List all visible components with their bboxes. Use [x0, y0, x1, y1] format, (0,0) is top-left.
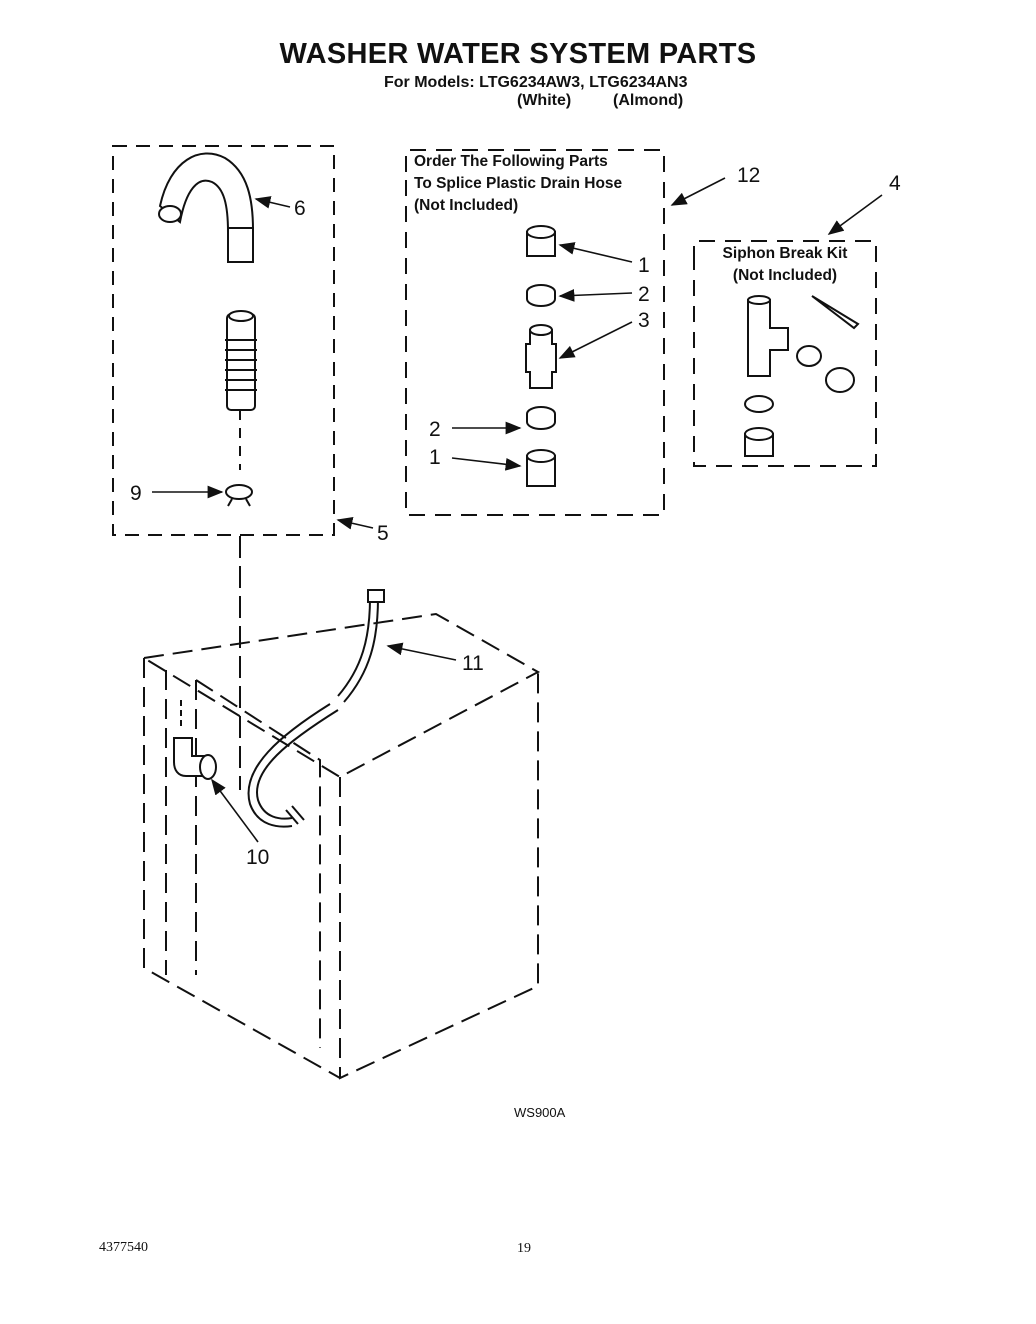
illustration-code: WS900A [514, 1105, 566, 1120]
callout-10: 10 [246, 846, 270, 869]
model-numbers: For Models: LTG6234AW3, LTG6234AN3 [384, 74, 688, 91]
drain-hose-curved-part [158, 152, 254, 263]
siphon-tee [747, 299, 789, 377]
callout-3: 3 [638, 309, 650, 332]
siphon-tie [811, 295, 860, 330]
callout-1-top: 1 [638, 254, 650, 277]
siphon-note-line1: Siphon Break Kit [722, 245, 848, 262]
callout-11: 11 [462, 652, 484, 675]
drain-elbow-part [173, 700, 217, 780]
siphon-kit-parts [744, 295, 860, 457]
washer-cabinet [141, 612, 541, 1080]
callout-6: 6 [294, 197, 306, 220]
siphon-note-line2: (Not Included) [732, 267, 838, 284]
callout-12: 12 [737, 164, 761, 187]
callout-2-bottom: 2 [429, 418, 441, 441]
corrugated-hose-part [225, 310, 257, 411]
splice-note-line2: To Splice Plastic Drain Hose [414, 175, 623, 192]
splice-note-line3: (Not Included) [414, 197, 519, 214]
inlet-hose-part [247, 589, 385, 828]
callout-5: 5 [377, 522, 389, 545]
callout-1-bottom: 1 [429, 446, 441, 469]
hose-clamp-part [225, 484, 253, 507]
splice-note-line1: Order The Following Parts [414, 153, 608, 170]
color-almond-label: (Almond) [613, 92, 684, 109]
callout-2-top: 2 [638, 283, 650, 306]
page-title: WASHER WATER SYSTEM PARTS [279, 38, 757, 70]
callout-4: 4 [889, 172, 901, 195]
page-number: 19 [517, 1241, 531, 1256]
document-number: 4377540 [99, 1240, 148, 1255]
siphon-note: Siphon Break Kit (Not Included) [710, 243, 860, 287]
splice-note: Order The Following Parts To Splice Plas… [414, 151, 622, 217]
color-white-label: (White) [517, 92, 572, 109]
splice-connector [525, 329, 557, 389]
drain-hose-assembly-box [112, 145, 335, 536]
callout-9: 9 [130, 482, 142, 505]
splice-parts-stack [525, 225, 557, 487]
siphon-kit-box [693, 240, 877, 467]
